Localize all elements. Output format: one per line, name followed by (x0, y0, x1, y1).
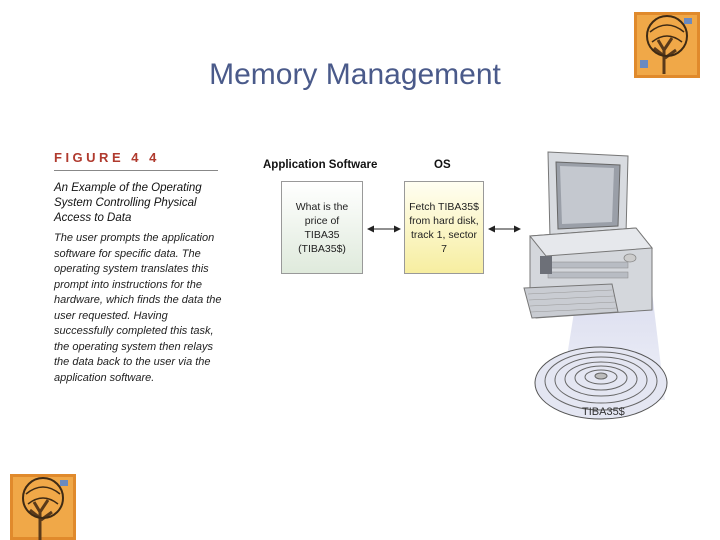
page-title: Memory Management (209, 58, 501, 91)
figure-label: FIGURE 4 4 (54, 150, 160, 165)
figure-description: The user prompts the application softwar… (54, 232, 222, 384)
figure-divider (54, 170, 218, 171)
os-box: Fetch TIBA35$ from hard disk, track 1, s… (404, 181, 484, 274)
application-software-header: Application Software (263, 159, 378, 171)
tree-logo-icon (634, 12, 700, 78)
os-instruction-text: Fetch TIBA35$ from hard disk, track 1, s… (409, 200, 479, 255)
application-software-box: What is the price of TIBA35 (TIBA35$) (281, 181, 363, 274)
os-header: OS (434, 159, 451, 171)
application-query-text: What is the price of TIBA35 (TIBA35$) (295, 200, 349, 255)
disk-data-label: TIBA35$ (582, 406, 625, 418)
tree-logo-icon (10, 474, 76, 540)
figure-title: An Example of the Operating System Contr… (54, 182, 202, 224)
